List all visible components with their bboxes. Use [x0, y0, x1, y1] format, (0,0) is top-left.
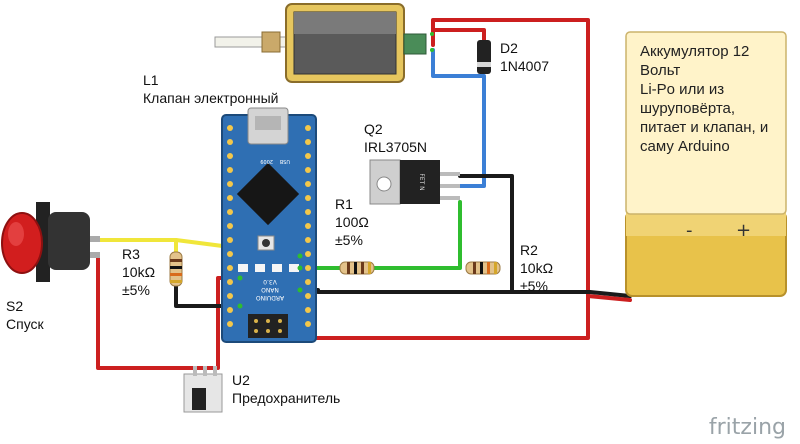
wire-black-source — [458, 174, 514, 294]
arduino-nano-board: ARDUINO NANO V3.0 2009 USB — [221, 107, 317, 343]
label-r2-ref: R2 — [520, 242, 538, 258]
resistor-r2 — [465, 261, 501, 275]
wire-black-r3 — [174, 284, 242, 308]
label-r2-tolerance: ±5% — [520, 278, 548, 294]
wire-green-gate — [298, 200, 462, 270]
battery-minus-label: - — [686, 220, 693, 241]
wire-red-fuse — [96, 254, 217, 370]
label-r1-ref: R1 — [335, 196, 353, 212]
label-d2-ref: D2 — [500, 40, 518, 56]
wire-blue-drain — [431, 48, 486, 188]
label-u2-name: Предохранитель — [232, 390, 341, 406]
label-l1-name: Клапан электронный — [143, 90, 279, 106]
label-r1-tolerance: ±5% — [335, 232, 363, 248]
label-s2-ref: S2 — [6, 298, 24, 314]
arduino-version: V3.0 — [263, 278, 277, 285]
label-l1-ref: L1 — [143, 72, 159, 88]
mosfet-q2: FET N — [369, 159, 460, 205]
resistor-r3 — [169, 251, 183, 287]
fritzing-watermark: fritzing — [708, 415, 786, 440]
arduino-model: NANO — [261, 286, 279, 293]
label-r3-value: 10kΩ — [122, 264, 156, 280]
label-u2-ref: U2 — [232, 372, 250, 388]
label-s2-name: Спуск — [6, 316, 44, 332]
solenoid-valve — [214, 3, 434, 83]
label-d2-name: 1N4007 — [500, 58, 550, 74]
arduino-usb-label: USB — [279, 158, 290, 164]
resistor-r1 — [339, 261, 375, 275]
arduino-name: ARDUINO — [256, 294, 285, 301]
battery-plus-label: + — [736, 220, 752, 241]
wire-black-gnd — [298, 288, 632, 298]
push-button-s2 — [1, 202, 100, 282]
label-q2-name: IRL3705N — [364, 139, 428, 155]
label-r1-value: 100Ω — [335, 214, 369, 230]
label-r2-value: 10kΩ — [520, 260, 554, 276]
diode-d2 — [477, 40, 491, 74]
wire-red-battery — [586, 294, 632, 302]
arduino-year: 2009 — [260, 158, 273, 164]
battery — [625, 31, 787, 297]
mosfet-body-label: FET N — [418, 173, 425, 190]
label-q2-ref: Q2 — [364, 121, 383, 137]
battery-description: Аккумулятор 12 Вольт Li-Po или из шурупо… — [640, 43, 769, 155]
label-r3-ref: R3 — [122, 246, 140, 262]
label-r3-tolerance: ±5% — [122, 282, 150, 298]
wire-red-diode — [431, 28, 486, 42]
slide-switch-u2 — [183, 366, 223, 413]
